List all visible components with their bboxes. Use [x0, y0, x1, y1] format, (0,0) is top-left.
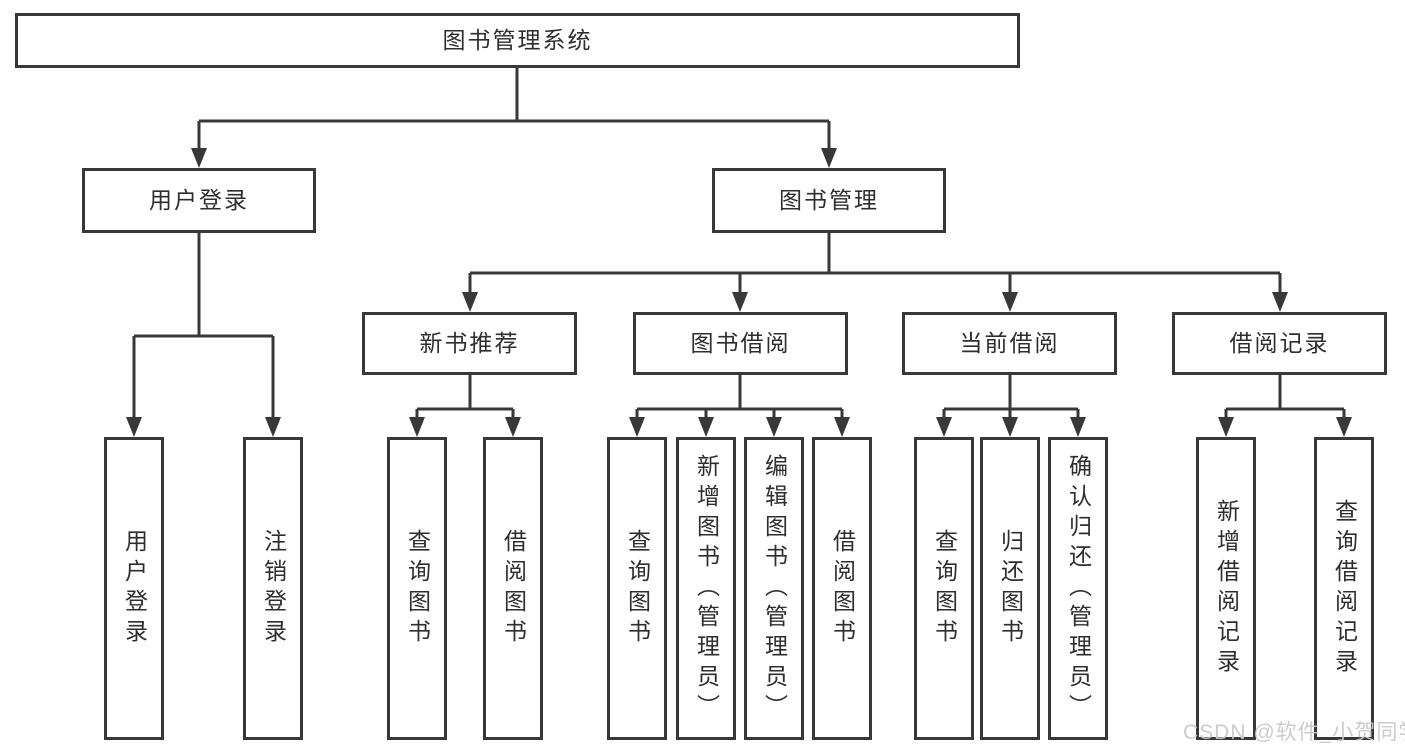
csdn-watermark: CSDN @软件_小贺同学 — [1183, 721, 1405, 744]
node-leaf-return-books: 归还图书 — [980, 437, 1040, 740]
node-leaf-add-books-admin: 新增图书（管理员） — [676, 437, 736, 740]
node-leaf-query-borrow-record: 查询借阅记录 — [1314, 437, 1374, 740]
node-leaf-edit-books-admin: 编辑图书（管理员） — [744, 437, 804, 740]
node-library-management-system: 图书管理系统 — [15, 13, 1020, 68]
node-book-management: 图书管理 — [712, 168, 946, 233]
node-leaf-query-books-borrow: 查询图书 — [607, 437, 667, 740]
node-leaf-confirm-return-admin: 确认归还（管理员） — [1048, 437, 1108, 740]
arrowhead-group — [126, 148, 1352, 437]
node-book-borrowing: 图书借阅 — [633, 312, 848, 375]
node-leaf-add-borrow-record: 新增借阅记录 — [1196, 437, 1256, 740]
node-leaf-logout: 注销登录 — [243, 437, 303, 740]
node-leaf-user-login: 用户登录 — [104, 437, 164, 740]
node-leaf-borrow-books-rec: 借阅图书 — [483, 437, 543, 740]
node-leaf-borrow-books: 借阅图书 — [812, 437, 872, 740]
node-borrowing-records: 借阅记录 — [1172, 312, 1387, 375]
node-new-book-recommendation: 新书推荐 — [362, 312, 577, 375]
node-leaf-query-books-rec: 查询图书 — [387, 437, 447, 740]
node-leaf-query-books-current: 查询图书 — [914, 437, 974, 740]
node-current-borrowing: 当前借阅 — [902, 312, 1117, 375]
node-user-login: 用户登录 — [82, 168, 316, 233]
